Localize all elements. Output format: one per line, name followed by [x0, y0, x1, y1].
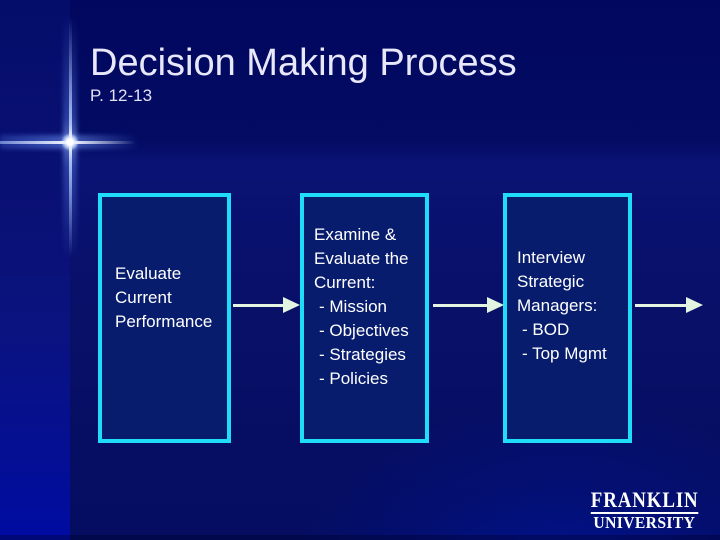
box-text-line: - Mission — [319, 297, 388, 316]
background-bottom-edge — [0, 535, 720, 540]
flow-box-interview-strategic-managers: Interview Strategic Managers: - BOD - To… — [503, 193, 632, 443]
flow-arrow-1-head-icon — [283, 297, 300, 313]
flow-box-evaluate-current-performance: Evaluate Current Performance — [98, 193, 231, 443]
box-text-line: Evaluate the — [314, 249, 409, 268]
lens-flare-center — [61, 133, 79, 151]
flow-box-examine-evaluate-current: Examine & Evaluate the Current: - Missio… — [300, 193, 429, 443]
box-text-line: - Top Mgmt — [522, 344, 607, 363]
flow-arrow-3-line — [635, 304, 689, 307]
box-text-line: - Objectives — [319, 321, 409, 340]
flow-arrow-2-head-icon — [487, 297, 504, 313]
logo-wordmark-bottom: UNIVERSITY — [593, 513, 696, 532]
background-left-band — [0, 0, 70, 540]
box-text-line: Examine & — [314, 225, 397, 244]
box-text-line: Current: — [314, 273, 376, 292]
flow-arrow-3-head-icon — [686, 297, 703, 313]
flow-arrow-1-line — [233, 304, 286, 307]
box-text-line: - Strategies — [319, 345, 406, 364]
box-text-line: Performance — [115, 312, 213, 331]
box-text-line: Managers: — [517, 296, 598, 315]
box-text-line: Strategic — [517, 272, 585, 291]
box-text-line: - BOD — [522, 320, 570, 339]
franklin-university-logo: FRANKLIN UNIVERSITY — [582, 489, 707, 533]
logo-wordmark-top: FRANKLIN — [590, 487, 699, 514]
box-text-line: Current — [115, 288, 172, 307]
box-text-line: Evaluate — [115, 264, 182, 283]
box-text-line: - Policies — [319, 369, 388, 388]
flow-arrow-2-line — [433, 304, 489, 307]
box-text-line: Interview — [517, 248, 586, 267]
slide-title: Decision Making Process — [90, 42, 517, 84]
page-reference: P. 12-13 — [90, 86, 153, 105]
